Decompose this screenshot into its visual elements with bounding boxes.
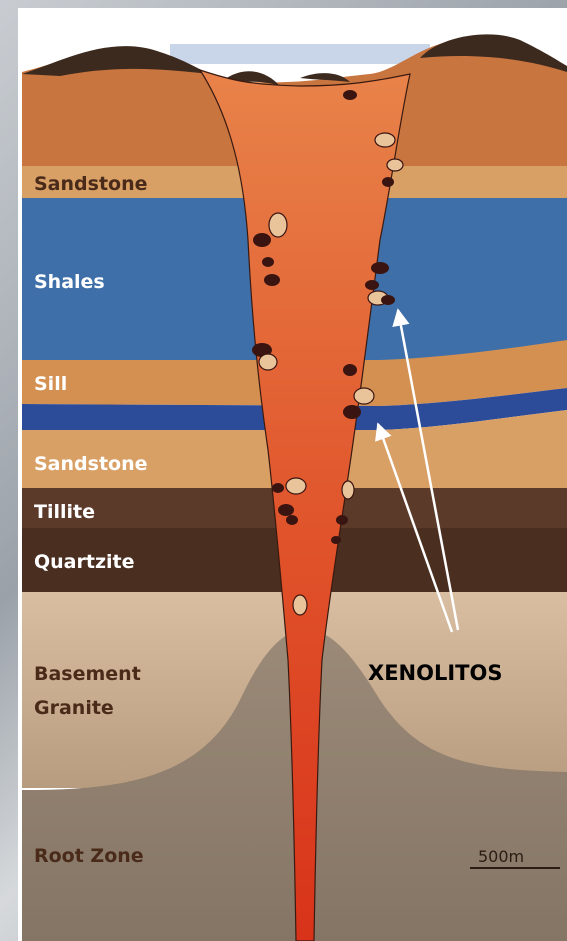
water-band	[170, 44, 430, 64]
label-root-zone: Root Zone	[34, 845, 144, 867]
label-basement: Basement	[34, 663, 141, 685]
label-sandstone-1: Sandstone	[34, 173, 148, 195]
label-granite: Granite	[34, 697, 114, 719]
label-sill: Sill	[34, 373, 67, 395]
label-quartzite: Quartzite	[34, 551, 135, 573]
label-sandstone-2: Sandstone	[34, 453, 148, 475]
xenolitos-callout: XENOLITOS	[368, 661, 502, 685]
label-shales: Shales	[34, 271, 105, 293]
scale-label: 500m	[478, 847, 524, 866]
label-tillite: Tillite	[34, 501, 95, 523]
